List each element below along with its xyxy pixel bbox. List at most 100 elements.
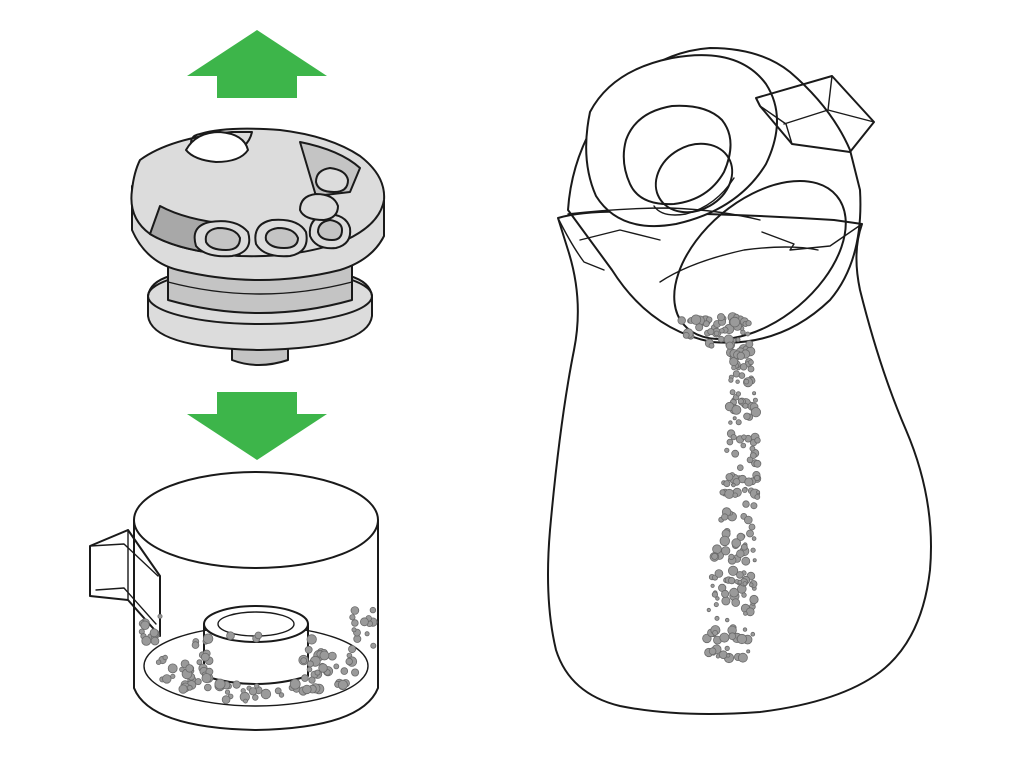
dust-particle [752, 397, 758, 403]
dust-particle [737, 398, 744, 405]
dust-particle [741, 434, 747, 440]
dust-particle [736, 532, 745, 542]
dust-particle [224, 689, 231, 695]
dust-particle [743, 611, 748, 616]
dust-particle [319, 650, 330, 661]
dust-particle [240, 688, 246, 694]
dust-particle [743, 378, 750, 385]
dust-particle [351, 627, 357, 633]
dust-particle [752, 558, 757, 563]
dust-particle [735, 337, 741, 343]
dust-particle [351, 668, 360, 677]
dust-particle [731, 538, 741, 548]
dust-particle [337, 679, 348, 690]
dust-particle [314, 669, 321, 676]
dust-particle [743, 412, 751, 420]
dust-particle [742, 581, 748, 586]
dust-particle [221, 695, 231, 704]
dust-particle [750, 502, 758, 510]
dust-particle [713, 330, 720, 337]
cyclone-assembly-icon [130, 127, 386, 366]
dust-particle [318, 663, 328, 673]
dust-particle [708, 342, 715, 349]
dust-particle [717, 313, 726, 322]
dust-particle [746, 456, 754, 464]
dust-particle [727, 576, 736, 585]
dust-particle [745, 320, 752, 327]
dust-particle [742, 627, 748, 632]
dust-particle [359, 617, 369, 627]
dust-particle [140, 620, 150, 631]
dust-particle [746, 529, 754, 538]
dust-particle [737, 579, 743, 585]
dust-particle [226, 631, 235, 640]
dust-particle [748, 359, 754, 366]
dust-particle [719, 328, 725, 334]
dust-particle [721, 546, 731, 556]
dust-particle [746, 649, 751, 654]
dust-particle [714, 569, 724, 578]
dust-particle [327, 651, 337, 661]
dust-particle [721, 513, 729, 521]
dust-particle [162, 674, 172, 684]
dust-bin-icon [89, 471, 379, 731]
dust-particle [191, 641, 200, 649]
dust-particle [754, 437, 761, 444]
dust-particle [749, 452, 757, 460]
dust-particle [301, 674, 309, 682]
dust-particle [167, 663, 178, 674]
pouring-bin-into-bag-icon [547, 47, 932, 715]
dust-particle [756, 490, 761, 495]
dust-particle [185, 664, 194, 673]
dust-particle [749, 594, 759, 605]
dust-particle [260, 688, 272, 700]
dust-particle [721, 589, 730, 598]
dust-particle [754, 494, 761, 500]
dust-particle [728, 377, 734, 383]
dust-particle [731, 482, 736, 488]
dust-particle [725, 617, 730, 623]
dust-particle [727, 565, 739, 576]
dust-particle [747, 365, 755, 373]
dust-particle [170, 673, 176, 679]
dust-particle [202, 633, 214, 644]
dust-particle [254, 683, 260, 689]
dust-particle [742, 402, 749, 409]
dust-particle [714, 615, 720, 621]
dust-particle [730, 434, 737, 441]
dust-particle [728, 420, 733, 425]
dust-particle [369, 606, 377, 614]
dust-particle [726, 653, 731, 658]
dust-particle [711, 591, 719, 598]
dust-particle [740, 442, 747, 449]
shroud-lobes [193, 167, 352, 258]
dust-particle [162, 654, 168, 661]
dust-particle [735, 419, 742, 426]
arrow-down-icon [187, 392, 327, 460]
dust-particle [157, 613, 163, 619]
dust-particle [725, 341, 734, 350]
dust-particle [718, 650, 728, 659]
dust-particle [155, 659, 162, 665]
dust-particle [736, 571, 744, 579]
dust-particle [306, 666, 313, 673]
dust-particle [710, 583, 715, 588]
dust-particle [712, 630, 718, 636]
dust-particle [736, 633, 748, 645]
dust-particles [138, 606, 378, 704]
dust-particle [749, 445, 756, 452]
dust-particle [707, 328, 715, 336]
dust-particle [731, 449, 740, 458]
dust-particle [708, 647, 717, 655]
dust-particle [731, 365, 737, 371]
dust-particle [731, 404, 742, 415]
dust-particle [370, 642, 377, 649]
falling-dust-particles [677, 312, 762, 664]
dust-particle [738, 372, 746, 379]
dust-particle [364, 631, 370, 637]
dust-particle [351, 619, 359, 627]
dust-particle [731, 598, 740, 607]
dust-particle [214, 678, 226, 690]
